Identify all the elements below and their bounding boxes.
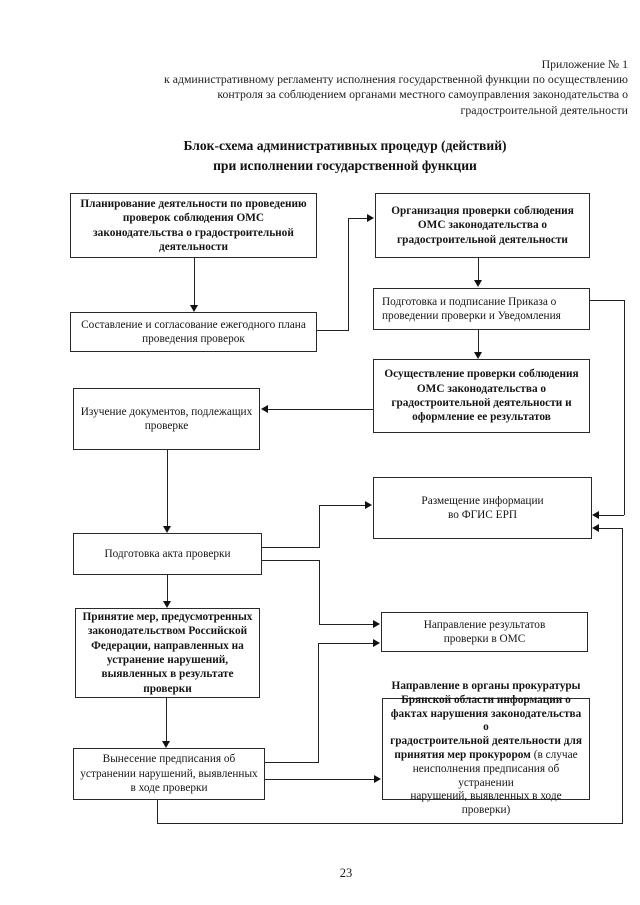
connector-annual-to-organize-v <box>348 218 349 331</box>
arrowhead-conduct-to-study <box>261 405 268 413</box>
connector-order2-to-results-h2 <box>318 643 374 644</box>
connector-measures-to-order2 <box>166 698 167 742</box>
inspection-act-box: Подготовка акта проверки <box>73 533 262 575</box>
arrowhead-organize-to-order <box>474 280 482 287</box>
connector-order-to-fgis-h2 <box>599 515 624 516</box>
annual-plan-box: Составление и согласование ежегодного пл… <box>70 312 317 352</box>
connector-order-to-conduct <box>478 330 479 353</box>
connector-annual-to-organize-h2 <box>348 218 368 219</box>
connector-annual-to-organize-h1 <box>317 330 349 331</box>
prosecutor-box: Направление в органы прокуратуры Брянско… <box>382 680 590 816</box>
take-measures-box: Принятие мер, предусмотренных законодате… <box>75 608 260 698</box>
connector-act-to-fgis-h1 <box>262 547 320 548</box>
connector-order2-to-prosecutor <box>265 779 375 780</box>
arrowhead-annual-to-organize <box>367 214 374 222</box>
connector-bottom-loop-v2 <box>622 528 623 824</box>
prosecutor-text: Направление в органы прокуратуры Брянско… <box>387 680 585 818</box>
plan-activity-box: Планирование деятельности по проведению … <box>70 193 317 258</box>
connector-act-to-results-h2 <box>319 624 374 625</box>
connector-order2-to-results-h1 <box>265 762 319 763</box>
arrowhead-order2-to-results <box>373 639 380 647</box>
connector-order2-to-results-v <box>318 643 319 763</box>
connector-order-to-fgis-h1 <box>590 300 624 301</box>
connector-organize-to-order <box>478 258 479 281</box>
connector-act-to-results-v <box>319 560 320 625</box>
connector-act-to-measures <box>167 575 168 602</box>
prosecutor-text-regular: (в случае неисполнения предписания об ус… <box>410 749 578 817</box>
arrowhead-measures-to-order2 <box>162 741 170 748</box>
arrowhead-bottom-loop-to-fgis <box>592 524 599 532</box>
arrowhead-order-to-conduct <box>474 352 482 359</box>
issue-order-box: Вынесение предписания об устранении нару… <box>73 748 265 800</box>
connector-act-to-fgis-v <box>319 505 320 548</box>
connector-bottom-loop-h2 <box>599 528 622 529</box>
arrowhead-order2-to-prosecutor <box>374 775 381 783</box>
page-title-line2: при исполнении государственной функции <box>213 158 477 173</box>
appendix-annotation: Приложение № 1 к административному регла… <box>164 57 628 117</box>
arrowhead-order-to-fgis <box>592 511 599 519</box>
order-preparation-box: Подготовка и подписание Приказа о провед… <box>373 288 590 330</box>
connector-act-to-results-h1 <box>262 560 320 561</box>
arrowhead-plan-to-annual <box>190 305 198 312</box>
connector-study-to-act <box>167 450 168 527</box>
conduct-inspection-box: Осуществление проверки соблюдения ОМС за… <box>373 359 590 433</box>
prosecutor-text-bold: Направление в органы прокуратуры Брянско… <box>390 680 582 761</box>
connector-conduct-to-study <box>268 409 373 410</box>
fgis-info-box: Размещение информации во ФГИС ЕРП <box>373 477 592 539</box>
connector-plan-to-annual <box>194 258 195 306</box>
arrowhead-act-to-fgis <box>365 501 372 509</box>
study-documents-box: Изучение документов, подлежащих проверке <box>73 388 260 450</box>
arrowhead-act-to-results <box>373 620 380 628</box>
arrowhead-study-to-act <box>163 526 171 533</box>
send-results-box: Направление результатов проверки в ОМС <box>381 612 588 652</box>
connector-bottom-loop-v1 <box>157 800 158 823</box>
page-number: 23 <box>339 866 353 880</box>
connector-order-to-fgis-v <box>624 300 625 515</box>
page-title: Блок-схема административных процедур (де… <box>65 136 625 176</box>
organize-inspection-box: Организация проверки соблюдения ОМС зако… <box>375 193 590 258</box>
connector-act-to-fgis-h2 <box>319 505 366 506</box>
connector-bottom-loop-h1 <box>157 823 623 824</box>
arrowhead-act-to-measures <box>163 601 171 608</box>
page-title-line1: Блок-схема административных процедур (де… <box>183 138 507 153</box>
